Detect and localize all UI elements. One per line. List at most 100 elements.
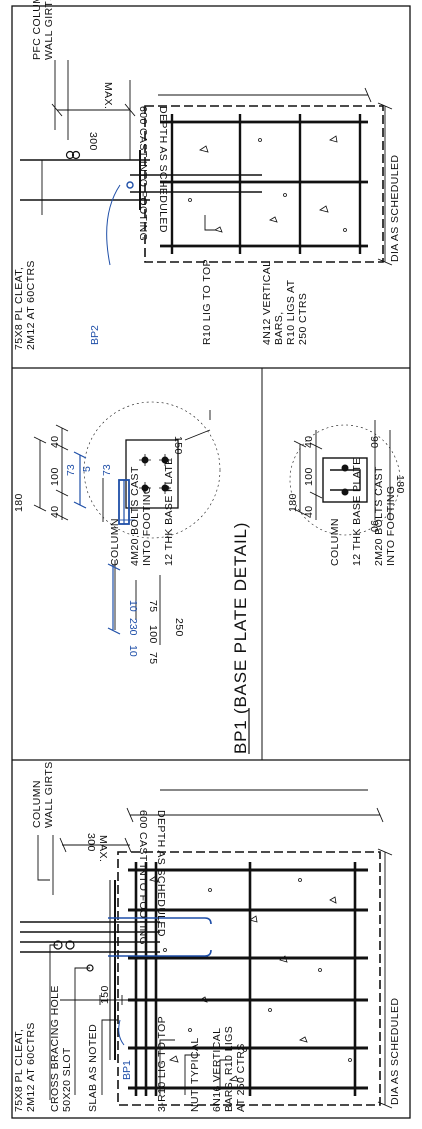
dim-90-b: 90 bbox=[368, 520, 380, 532]
max-label-b: MAX. bbox=[102, 82, 114, 109]
bars-label-2: BARS, R10 LIGS bbox=[223, 1026, 235, 1112]
dim-40-d: 40 bbox=[303, 506, 315, 518]
dims-a bbox=[33, 410, 211, 645]
dia-label-b: DIA AS SCHEDULED bbox=[389, 155, 401, 262]
anchor-bolts bbox=[108, 917, 212, 957]
left-leaders bbox=[37, 835, 232, 1100]
vertical-bars-b bbox=[160, 120, 368, 248]
dim-73-b: 73 bbox=[101, 464, 113, 476]
dim-100-b: 100 bbox=[147, 625, 159, 644]
dim-150: 150 bbox=[172, 436, 184, 455]
bars-label-b-4: 250 CTRS bbox=[297, 293, 309, 345]
bars-label-b-2: BARS, bbox=[273, 311, 285, 345]
vertical-bars bbox=[128, 868, 368, 1090]
right-texts: PFC COLUMN WALL GIRTS 300 MAX. 600 CAST … bbox=[13, 0, 401, 350]
pfc-column-label: PFC COLUMN bbox=[31, 0, 43, 60]
lig-label-b: R10 LIG TO TOP bbox=[201, 259, 213, 345]
footing-outline-b bbox=[144, 105, 384, 263]
bp1-blue-dims bbox=[73, 451, 121, 635]
dim-75-b: 75 bbox=[147, 652, 159, 664]
dim-100: 100 bbox=[49, 467, 61, 486]
cleat-label-2: 2M12 AT 60CTRS bbox=[25, 1022, 37, 1112]
column-label: COLUMN bbox=[31, 780, 43, 828]
dia-label: DIA AS SCHEDULED bbox=[389, 998, 401, 1105]
panel-frames bbox=[11, 5, 411, 1119]
section-bp1-detail: BP1 (BASE PLATE DETAIL) bbox=[13, 401, 406, 754]
left-dims bbox=[59, 789, 393, 1109]
pfc-column bbox=[20, 150, 150, 210]
depth-label-b: DEPTH AS SCHEDULED bbox=[157, 106, 169, 233]
cleat-label-b-1: 75X8 PL CLEAT, bbox=[13, 267, 25, 350]
bolts-label-b-2: INTO FOOTING bbox=[385, 486, 397, 566]
concrete-hatch-b bbox=[188, 135, 347, 233]
bolt-group-a bbox=[139, 454, 171, 494]
bolt-b-2 bbox=[341, 488, 349, 496]
bracing-label-2: 50X20 SLOT bbox=[61, 1047, 73, 1112]
bolt-b-1 bbox=[341, 464, 349, 472]
column-label-b: COLUMN bbox=[329, 518, 341, 566]
dim-150: 150 bbox=[99, 985, 111, 1004]
slab-label: SLAB AS NOTED bbox=[87, 1024, 99, 1112]
bars-label-1: 6N16 VERTICAL bbox=[211, 1028, 223, 1112]
cleat-bolt-b-2 bbox=[71, 150, 81, 160]
dim-5: 5 bbox=[81, 466, 93, 472]
section-bp1: 75X8 PL CLEAT, 2M12 AT 60CTRS CROSS BRAC… bbox=[13, 761, 401, 1112]
cleat-label-b-2: 2M12 AT 60CTRS bbox=[25, 260, 37, 350]
dim-40-c: 40 bbox=[303, 436, 315, 448]
dim-10-b: 10 bbox=[127, 645, 139, 657]
dim-180-b: 180 bbox=[287, 493, 299, 512]
dim-40-a: 40 bbox=[49, 436, 61, 448]
cast-label: 600 CAST INTO FOOTING bbox=[137, 810, 149, 945]
column bbox=[20, 880, 160, 1060]
base-plate-a bbox=[125, 439, 179, 509]
dim-180: 180 bbox=[13, 493, 25, 512]
dims-b bbox=[293, 420, 391, 520]
section-bp2: PFC COLUMN WALL GIRTS 300 MAX. 600 CAST … bbox=[13, 0, 401, 350]
dim-90-a: 90 bbox=[368, 436, 380, 448]
dim-230: 230 bbox=[127, 618, 139, 636]
footing-circle-b bbox=[289, 424, 401, 536]
base-plate-b bbox=[322, 457, 368, 503]
bars-label-3: AT 250 CTRS bbox=[235, 1043, 247, 1112]
ligs bbox=[134, 862, 357, 1096]
cleat-bolt-2 bbox=[65, 940, 75, 950]
nut-label: NUT, TYPICAL bbox=[189, 1037, 201, 1112]
left-texts: 75X8 PL CLEAT, 2M12 AT 60CTRS CROSS BRAC… bbox=[13, 761, 401, 1112]
plan-a: 180 40 100 40 73 5 73 150 10 230 10 75 1… bbox=[13, 401, 221, 664]
footing-circle-a bbox=[83, 401, 221, 539]
bp1-leader bbox=[118, 1019, 125, 1046]
bp2-leader bbox=[106, 184, 121, 266]
bars-label-b-3: R10 LIGS AT bbox=[285, 279, 297, 345]
lig-label: 3-R10 LIG TO TOP bbox=[156, 1016, 168, 1112]
dim-100-c: 100 bbox=[303, 467, 315, 486]
bolts-label-b-1: 2M20 BOLTS CAST bbox=[373, 466, 385, 566]
dim-73-a: 73 bbox=[65, 464, 77, 476]
depth-label: DEPTH AS SCHEDULED bbox=[155, 810, 167, 937]
dim-250: 250 bbox=[173, 618, 185, 637]
column-label-a: COLUMN bbox=[109, 518, 121, 566]
wall-girts-label: WALL GIRTS bbox=[43, 0, 55, 60]
max-label: MAX. bbox=[97, 835, 109, 862]
cast-label-b: 600 CAST INTO FOOTING bbox=[137, 106, 149, 241]
detail-title: BP1 (BASE PLATE DETAIL) bbox=[231, 522, 250, 754]
bars-label-b-1: 4N12 VERTICAL bbox=[261, 261, 273, 345]
bp2-marker bbox=[126, 181, 134, 189]
bracing-label-1: CROSS BRACING HOLE bbox=[49, 985, 61, 1112]
dim-75-a: 75 bbox=[147, 600, 159, 612]
dim-300-b: 300 bbox=[87, 132, 99, 151]
plate-label-b: 12 THK BASE PLATE bbox=[351, 457, 363, 566]
bp1-tag: BP1 bbox=[121, 1060, 133, 1080]
dim-300: 300 bbox=[85, 833, 97, 852]
bolts-label-a-2: INTO FOOTING bbox=[141, 486, 153, 566]
cleat-bolt-b-1 bbox=[65, 150, 75, 160]
right-leaders bbox=[41, 60, 393, 266]
plate-label-a: 12 THK BASE PLATE bbox=[163, 457, 175, 566]
ligs-b bbox=[170, 114, 362, 254]
bolts-label-a-1: 4M20 BOLTS CAST bbox=[129, 466, 141, 566]
dim-10-a: 10 bbox=[127, 600, 139, 612]
bp2-tag: BP2 bbox=[89, 325, 101, 345]
cleat-label-1: 75X8 PL CLEAT, bbox=[13, 1029, 25, 1112]
anchor-bolts-b bbox=[130, 174, 262, 193]
